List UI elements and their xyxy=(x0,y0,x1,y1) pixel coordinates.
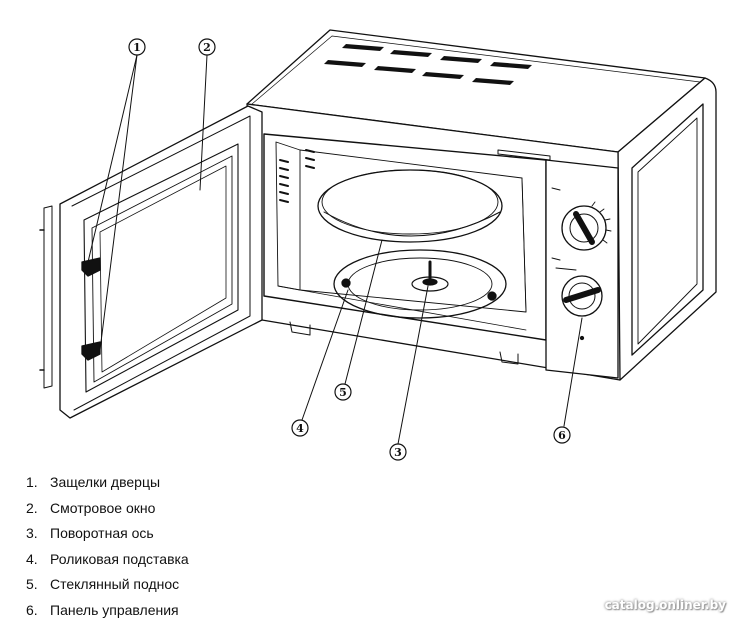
legend-item-number: 4. xyxy=(26,550,38,567)
control-panel xyxy=(545,159,619,379)
callout-2: 2 xyxy=(198,38,216,56)
legend-item-label: Поворотная ось xyxy=(50,525,154,542)
legend-item-3: 3. Поворотная ось xyxy=(26,521,426,547)
oven-cavity xyxy=(263,133,551,341)
watermark: catalog.onliner.by xyxy=(604,598,726,612)
microwave-diagram: 1 2 3 4 5 6 xyxy=(39,29,717,461)
parts-legend: 1. Защелки дверцы 2. Смотровое окно 3. Пово… xyxy=(26,470,426,624)
legend-item-label: Роликовая подставка xyxy=(50,550,189,567)
open-door xyxy=(39,105,263,419)
legend-item-number: 1. xyxy=(26,474,38,490)
legend-item-number: 3. xyxy=(26,525,38,542)
callout-5: 5 xyxy=(334,383,352,401)
leader-lines xyxy=(87,54,583,445)
legend-item-label: Смотровое окно xyxy=(50,499,156,516)
callout-4-number: 4 xyxy=(296,422,304,435)
legend-item-4: 4. Роликовая подставка xyxy=(26,547,426,573)
legend-item-5: 5. Стеклянный поднос xyxy=(26,572,426,598)
legend-item-label: Защелки дверцы xyxy=(50,474,161,490)
callout-2-number: 2 xyxy=(203,41,211,54)
legend-item-number: 5. xyxy=(26,576,38,593)
legend-item-number: 2. xyxy=(26,499,38,516)
legend-item-2: 2. Смотровое окно xyxy=(26,496,426,522)
callout-3-number: 3 xyxy=(394,446,402,459)
legend-item-number: 6. xyxy=(26,601,38,618)
roller-ring xyxy=(333,249,507,319)
callout-1-number: 1 xyxy=(133,41,141,54)
callout-6-number: 6 xyxy=(558,429,566,442)
callout-3: 3 xyxy=(389,443,407,461)
callout-5-number: 5 xyxy=(339,386,347,399)
callout-1: 1 xyxy=(128,38,146,56)
turntable-shaft xyxy=(411,260,449,292)
top-vents xyxy=(324,44,532,85)
legend-item-label: Стеклянный поднос xyxy=(50,576,180,593)
callout-6: 6 xyxy=(553,426,571,444)
legend-item-1: 1. Защелки дверцы xyxy=(26,470,426,496)
callout-4: 4 xyxy=(291,419,309,437)
legend-item-label: Панель управления xyxy=(50,601,179,618)
glass-tray xyxy=(317,169,503,243)
legend-item-6: 6. Панель управления xyxy=(26,598,426,624)
